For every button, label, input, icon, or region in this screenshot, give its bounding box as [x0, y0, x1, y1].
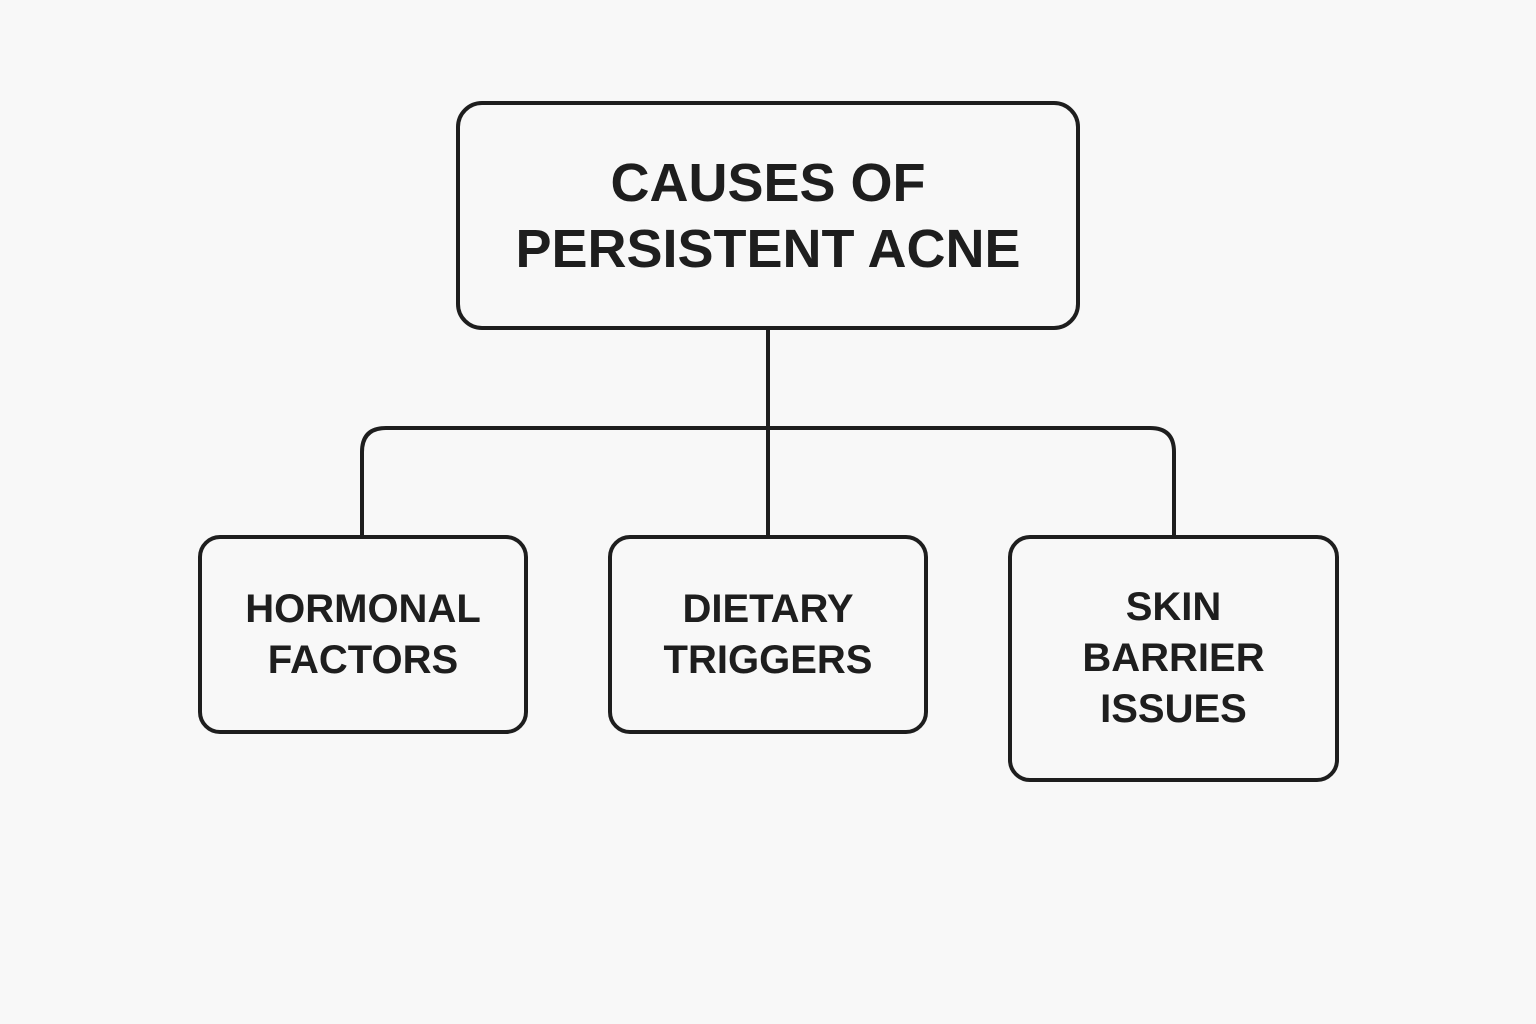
child-label-line: DIETARY	[682, 586, 854, 631]
root-label-line-1: CAUSES OF	[610, 152, 926, 213]
child-label-line: ISSUES	[1100, 687, 1247, 731]
root-label-line-2: PERSISTENT ACNE	[515, 218, 1021, 279]
child-label-line: TRIGGERS	[663, 637, 873, 682]
connector-bus	[360, 426, 1176, 535]
root-node: CAUSES OF PERSISTENT ACNE	[456, 101, 1080, 330]
child-label-line: BARRIER	[1082, 636, 1265, 680]
child-node-skin-barrier-issues: SKIN BARRIER ISSUES	[1008, 535, 1339, 782]
child-label-line: SKIN	[1125, 585, 1222, 629]
child-node-hormonal-factors: HORMONAL FACTORS	[198, 535, 528, 734]
child-label-line: FACTORS	[267, 637, 459, 682]
child-label-line: HORMONAL	[245, 586, 481, 631]
child-node-dietary-triggers: DIETARY TRIGGERS	[608, 535, 928, 734]
